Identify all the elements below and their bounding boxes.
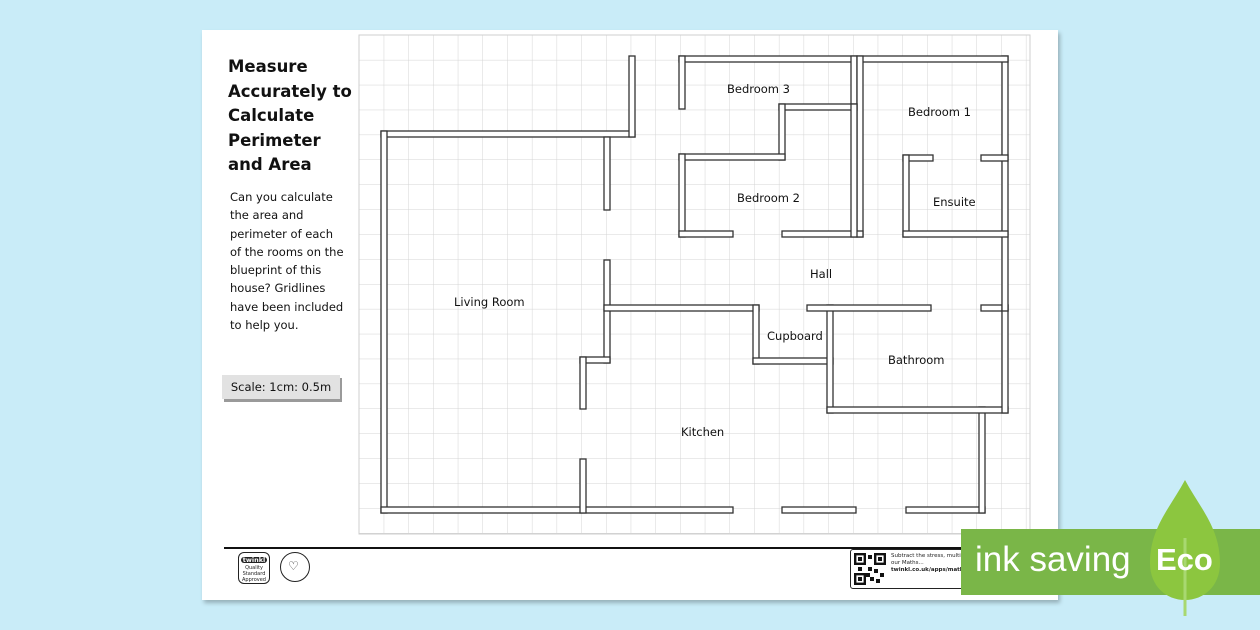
heart-badge-icon: ♡ [280, 552, 310, 582]
worksheet-title: Measure Accurately to Calculate Perimete… [228, 57, 352, 174]
room-label-bedroom2: Bedroom 2 [737, 191, 800, 205]
qr-promo-message: Subtract the stress, multiply the fun — … [891, 553, 981, 566]
room-label-bathroom: Bathroom [888, 353, 944, 367]
qr-promo-text: Subtract the stress, multiply the fun — … [891, 553, 981, 574]
footer-divider [224, 547, 1040, 549]
room-label-bedroom3: Bedroom 3 [727, 82, 790, 96]
room-label-hall: Hall [810, 267, 832, 281]
qr-code-icon [854, 553, 886, 585]
scale-label: Scale: 1cm: 0.5m [222, 375, 340, 399]
quality-badge: twinkl Quality Standard Approved [238, 552, 270, 584]
qr-promo-url[interactable]: twinkl.co.uk/apps/maths [891, 567, 967, 573]
room-label-kitchen: Kitchen [681, 425, 724, 439]
room-label-bedroom1: Bedroom 1 [908, 105, 971, 119]
leaf-icon [1150, 480, 1220, 616]
room-label-living-room: Living Room [454, 295, 525, 309]
badge-text: Quality Standard Approved [242, 565, 266, 583]
grid-area [358, 34, 1031, 535]
walls [380, 55, 1009, 514]
room-label-cupboard: Cupboard [767, 329, 823, 343]
room-label-ensuite: Ensuite [933, 195, 976, 209]
ink-saving-label: ink saving [975, 540, 1131, 579]
heart-icon: ♡ [288, 559, 299, 573]
eco-badge-label: Eco [1156, 542, 1213, 577]
qr-promo[interactable]: Subtract the stress, multiply the fun — … [850, 549, 982, 589]
badge-brand: twinkl [241, 556, 267, 564]
worksheet-description: Can you calculate the area and perimeter… [230, 190, 344, 333]
